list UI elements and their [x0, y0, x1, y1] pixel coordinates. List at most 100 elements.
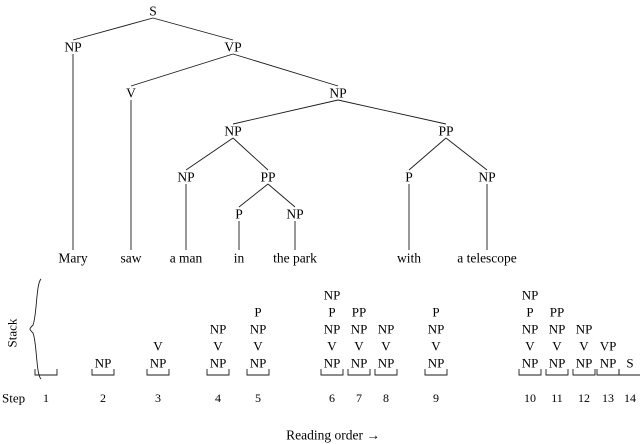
- stack-bracket-step10: [518, 369, 542, 376]
- tree-node-vp-3: VP: [224, 39, 242, 55]
- stack-item-step3-2: V: [153, 338, 163, 354]
- tree-leaf-word-5: the park: [273, 250, 317, 266]
- tree-edge-VP-NP2: [232, 53, 339, 87]
- stack-axis-label: Stack: [4, 318, 20, 348]
- step-number-11: 11: [551, 391, 563, 405]
- stack-item-step11-2: V: [552, 338, 562, 354]
- step-number-12: 12: [578, 391, 590, 405]
- tree-leaf-word-7: a telescope: [457, 250, 517, 266]
- tree-edge-NP2-PP1: [337, 99, 447, 125]
- tree-node-p-12: P: [235, 206, 243, 222]
- tree-edge-VP-V: [130, 53, 234, 87]
- stack-bracket-step7: [347, 369, 371, 376]
- stack-item-step12-2: V: [579, 338, 589, 354]
- step-axis-label: Step: [2, 390, 26, 406]
- stack-item-step10-3: NP: [521, 321, 539, 337]
- stack-bracket-step14: [618, 369, 640, 376]
- stack-item-step8-3: NP: [377, 321, 395, 337]
- stack-item-step11-1: NP: [548, 355, 566, 371]
- stack-item-step7-3: NP: [350, 321, 368, 337]
- step-number-3: 3: [155, 391, 161, 405]
- tree-edge-NP3-PP2: [232, 137, 269, 171]
- stack-item-step9-3: NP: [427, 321, 445, 337]
- stack-bracket-step11: [545, 369, 569, 376]
- tree-leaf-word-2: saw: [120, 250, 142, 266]
- stack-bracket-step2: [91, 369, 115, 376]
- step-number-10: 10: [524, 391, 536, 405]
- stack-item-step7-4: PP: [351, 304, 367, 320]
- tree-edge-NP2-NP3: [232, 99, 339, 125]
- stack-item-step6-3: NP: [323, 321, 341, 337]
- tree-edge-NP3-NP4: [185, 137, 234, 171]
- stack-item-step8-2: V: [381, 338, 391, 354]
- stack-item-step10-4: P: [526, 304, 534, 320]
- tree-edge-S-VP: [152, 17, 234, 41]
- stack-bracket-step9: [424, 369, 448, 376]
- stack-item-step9-1: NP: [427, 355, 445, 371]
- tree-node-pp-9: PP: [260, 169, 276, 185]
- stack-brace: [29, 278, 42, 380]
- stack-item-step6-1: NP: [323, 355, 341, 371]
- tree-node-pp-7: PP: [438, 123, 454, 139]
- stack-item-step4-1: NP: [209, 355, 227, 371]
- tree-node-s-1: S: [149, 3, 157, 19]
- step-number-2: 2: [100, 391, 106, 405]
- tree-node-np-13: NP: [286, 206, 304, 222]
- stack-item-step5-1: NP: [249, 355, 267, 371]
- tree-leaf-word-3: a man: [169, 250, 203, 266]
- step-number-5: 5: [255, 391, 261, 405]
- stack-item-step7-2: V: [354, 338, 364, 354]
- stack-item-step6-5: NP: [323, 287, 341, 303]
- tree-node-v-4: V: [126, 85, 136, 101]
- tree-node-np-8: NP: [177, 169, 195, 185]
- stack-item-step12-1: NP: [575, 355, 593, 371]
- tree-leaf-word-6: with: [396, 250, 422, 266]
- step-number-8: 8: [383, 391, 389, 405]
- tree-edge-PP2-P2: [238, 183, 269, 208]
- tree-edge-PP1-P1: [408, 137, 447, 171]
- stack-item-step2-1: NP: [94, 355, 112, 371]
- step-number-6: 6: [329, 391, 335, 405]
- tree-node-np-6: NP: [224, 123, 242, 139]
- stack-item-step7-1: NP: [350, 355, 368, 371]
- stack-item-step4-2: V: [213, 338, 223, 354]
- tree-leaf-word-4: in: [233, 250, 245, 266]
- tree-node-p-10: P: [405, 169, 413, 185]
- step-number-13: 13: [602, 391, 614, 405]
- stack-item-step10-5: NP: [521, 287, 539, 303]
- stack-item-step6-2: V: [327, 338, 337, 354]
- stack-item-step13-2: VP: [599, 338, 617, 354]
- tree-leaf-word-1: Mary: [58, 250, 88, 266]
- stack-item-step5-2: V: [253, 338, 263, 354]
- stack-item-step8-1: NP: [377, 355, 395, 371]
- stack-item-step9-2: V: [431, 338, 441, 354]
- step-number-7: 7: [356, 391, 362, 405]
- stack-item-step11-3: NP: [548, 321, 566, 337]
- stack-item-step13-1: NP: [599, 355, 617, 371]
- stack-item-step6-4: P: [328, 304, 336, 320]
- stack-item-step11-4: PP: [549, 304, 565, 320]
- stack-item-step14-1: S: [626, 355, 634, 371]
- tree-node-np-2: NP: [64, 39, 82, 55]
- tree-node-np-5: NP: [329, 85, 347, 101]
- stack-bracket-step8: [374, 369, 398, 376]
- tree-node-np-11: NP: [478, 169, 496, 185]
- stack-bracket-step3: [146, 369, 170, 376]
- stack-item-step5-4: P: [254, 304, 262, 320]
- stack-bracket-step4: [206, 369, 230, 376]
- stack-item-step10-1: NP: [521, 355, 539, 371]
- stack-item-step4-3: NP: [209, 321, 227, 337]
- step-number-9: 9: [433, 391, 439, 405]
- stack-bracket-step5: [246, 369, 270, 376]
- tree-edge-PP1-NP5: [445, 137, 488, 171]
- tree-edge-S-NP1: [72, 17, 154, 41]
- tree-edge-PP2-NP6: [267, 183, 296, 208]
- stack-bracket-step1: [34, 369, 58, 376]
- stack-item-step3-1: NP: [149, 355, 167, 371]
- stack-item-step5-3: NP: [249, 321, 267, 337]
- step-number-1: 1: [43, 391, 49, 405]
- stack-bracket-step12: [572, 369, 596, 376]
- step-number-14: 14: [624, 391, 636, 405]
